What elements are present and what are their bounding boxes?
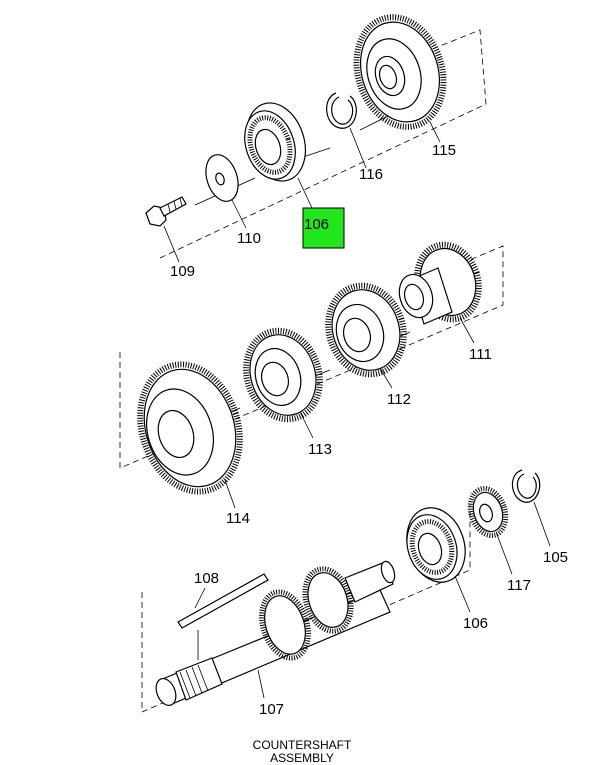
callout-112[interactable]: 112 — [387, 391, 411, 408]
highlight-box-106 — [302, 207, 345, 249]
callout-108[interactable]: 108 — [194, 570, 219, 587]
callout-114[interactable]: 114 — [226, 510, 250, 527]
callout-109[interactable]: 109 — [170, 263, 195, 280]
gear-115[interactable] — [343, 6, 457, 138]
gear-114[interactable] — [124, 351, 255, 504]
middle-group: 114 113 112 111 — [119, 237, 504, 527]
top-group: 106 109 110 116 115 — [145, 6, 487, 280]
snap-ring-105[interactable] — [511, 469, 541, 503]
callout-113[interactable]: 113 — [308, 441, 332, 458]
bearing-106-top[interactable] — [236, 95, 315, 188]
callout-105[interactable]: 105 — [543, 549, 568, 566]
gear-113[interactable] — [235, 321, 331, 429]
callout-107[interactable]: 107 — [259, 701, 284, 718]
callout-111[interactable]: 111 — [469, 346, 492, 363]
gear-111[interactable] — [394, 237, 488, 328]
gear-112[interactable] — [317, 276, 415, 384]
callout-110[interactable]: 110 — [237, 230, 261, 247]
washer-110[interactable] — [200, 151, 243, 206]
bottom-group: 108 107 106 117 105 — [141, 469, 568, 718]
callout-115[interactable]: 115 — [432, 142, 456, 159]
snap-ring-116[interactable] — [326, 92, 357, 129]
callout-106-bottom[interactable]: 106 — [463, 615, 488, 632]
key-108[interactable] — [177, 573, 269, 629]
bolt-109[interactable] — [145, 196, 187, 227]
callout-106-top[interactable]: 106 — [304, 216, 329, 233]
gear-117[interactable] — [464, 484, 511, 540]
diagram-caption: COUNTERSHAFT ASSEMBLY — [252, 738, 352, 765]
bearing-106-bottom[interactable] — [398, 500, 475, 590]
countershaft-107[interactable] — [152, 560, 397, 709]
callout-117[interactable]: 117 — [507, 577, 531, 594]
callout-116[interactable]: 116 — [359, 166, 383, 183]
